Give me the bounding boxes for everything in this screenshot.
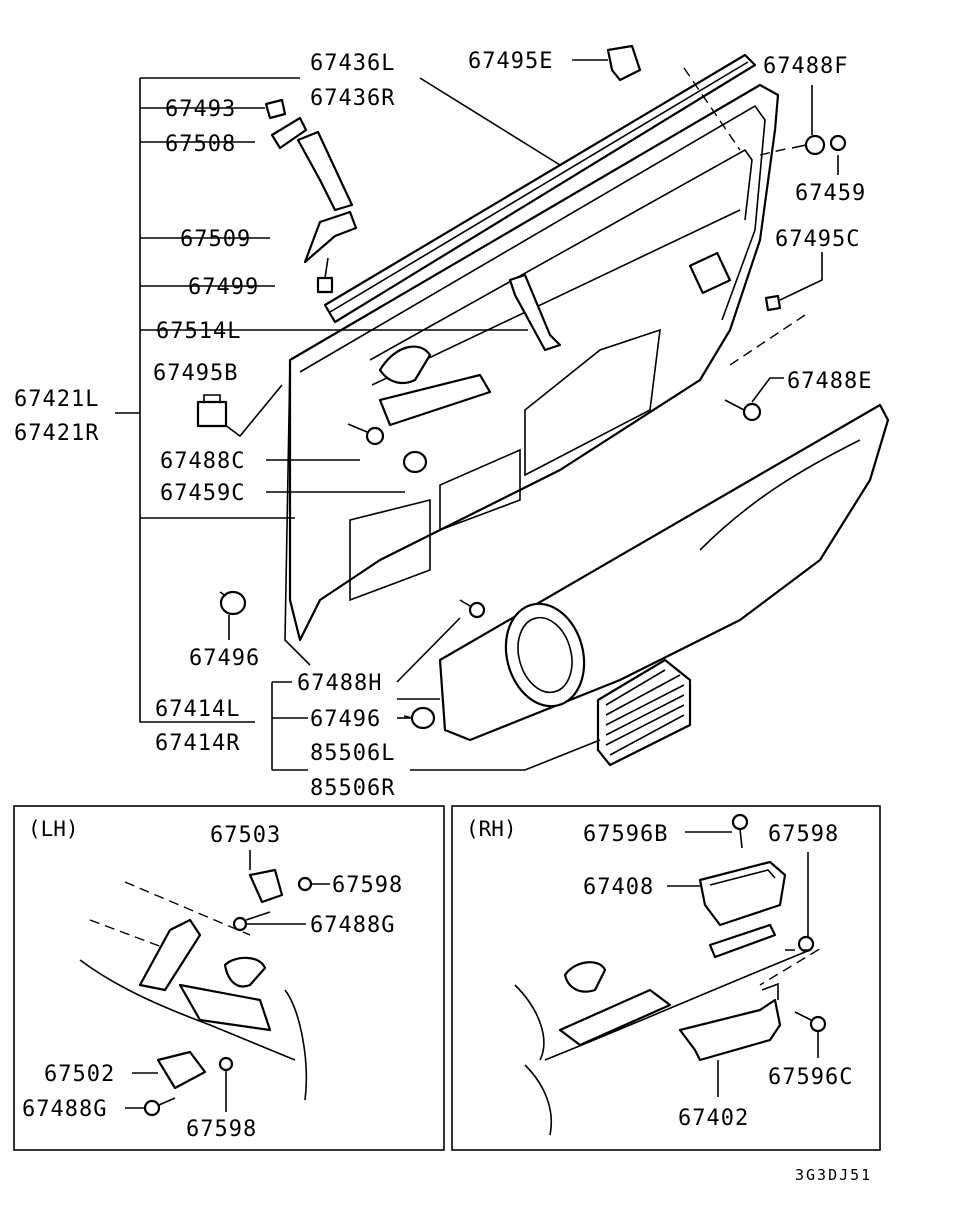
screw-67488H [459, 599, 486, 619]
weatherstrip-part [323, 53, 757, 324]
label-67495C: 67495C [775, 227, 860, 252]
clip-67495C [764, 294, 782, 312]
label-67421R: 67421R [14, 421, 99, 446]
label-67499: 67499 [188, 275, 259, 300]
label-85506L: 85506L [310, 741, 395, 766]
label-67488C: 67488C [160, 449, 245, 474]
label-67421L: 67421L [14, 387, 99, 412]
label-67436L: 67436L [310, 51, 395, 76]
diagram-code: 3G3DJ51 [795, 1166, 872, 1184]
label-67496-lower: 67496 [310, 707, 381, 732]
label-67598-lh-top: 67598 [332, 873, 403, 898]
screw-67488F [791, 134, 847, 156]
bracket-67509 [303, 210, 358, 264]
clip-67493 [264, 98, 287, 120]
label-67598-lh-bottom: 67598 [186, 1117, 257, 1142]
label-67488G-lh-top: 67488G [310, 913, 395, 938]
bezel-67508-arm [296, 130, 354, 212]
label-67488G-lh-bottom: 67488G [22, 1097, 107, 1122]
handle-bezel-part [508, 273, 562, 352]
leader-lines [115, 59, 839, 771]
label-67508: 67508 [165, 132, 236, 157]
rh-title: (RH) [466, 817, 517, 841]
label-67436R: 67436R [310, 86, 395, 111]
label-67596B: 67596B [583, 822, 668, 847]
label-85506R: 85506R [310, 776, 395, 801]
screw-67488C [347, 423, 385, 446]
clip-67496-upper [219, 590, 247, 616]
speaker-grille [596, 658, 692, 767]
lower-trim-panel [438, 403, 890, 742]
label-67509: 67509 [180, 227, 251, 252]
door-trim-panel [284, 83, 780, 666]
main-view: 67436L 67436R 67495E 67488F 67459 67493 … [14, 44, 890, 801]
clip-67496-lower [403, 706, 436, 730]
clip-67495B [196, 394, 228, 428]
label-67493: 67493 [165, 97, 236, 122]
bolt-67499 [316, 257, 334, 294]
label-67598-rh: 67598 [768, 822, 839, 847]
rh-inset: (RH) 67596B 67598 67408 67596C 67402 [451, 805, 881, 1151]
screw-67488E [724, 399, 762, 422]
label-67488H: 67488H [297, 671, 382, 696]
label-67414R: 67414R [155, 731, 240, 756]
label-67503: 67503 [210, 823, 281, 848]
label-67459C: 67459C [160, 481, 245, 506]
label-67408: 67408 [583, 875, 654, 900]
label-67402: 67402 [678, 1106, 749, 1131]
label-67459: 67459 [795, 181, 866, 206]
label-67502: 67502 [44, 1062, 115, 1087]
bracket-67508 [270, 116, 308, 150]
label-67488E: 67488E [787, 369, 872, 394]
label-67495E: 67495E [468, 49, 553, 74]
clip-67495E [606, 44, 642, 82]
label-67495B: 67495B [153, 361, 238, 386]
label-67414L: 67414L [155, 697, 240, 722]
label-67488F: 67488F [763, 54, 848, 79]
lh-title: (LH) [28, 817, 79, 841]
label-67496-upper: 67496 [189, 646, 260, 671]
lh-inset: (LH) 67503 67598 67488G 67502 67488G 675… [13, 805, 445, 1151]
label-67596C: 67596C [768, 1065, 853, 1090]
cap-67459C [402, 450, 428, 474]
label-67514L: 67514L [156, 319, 241, 344]
